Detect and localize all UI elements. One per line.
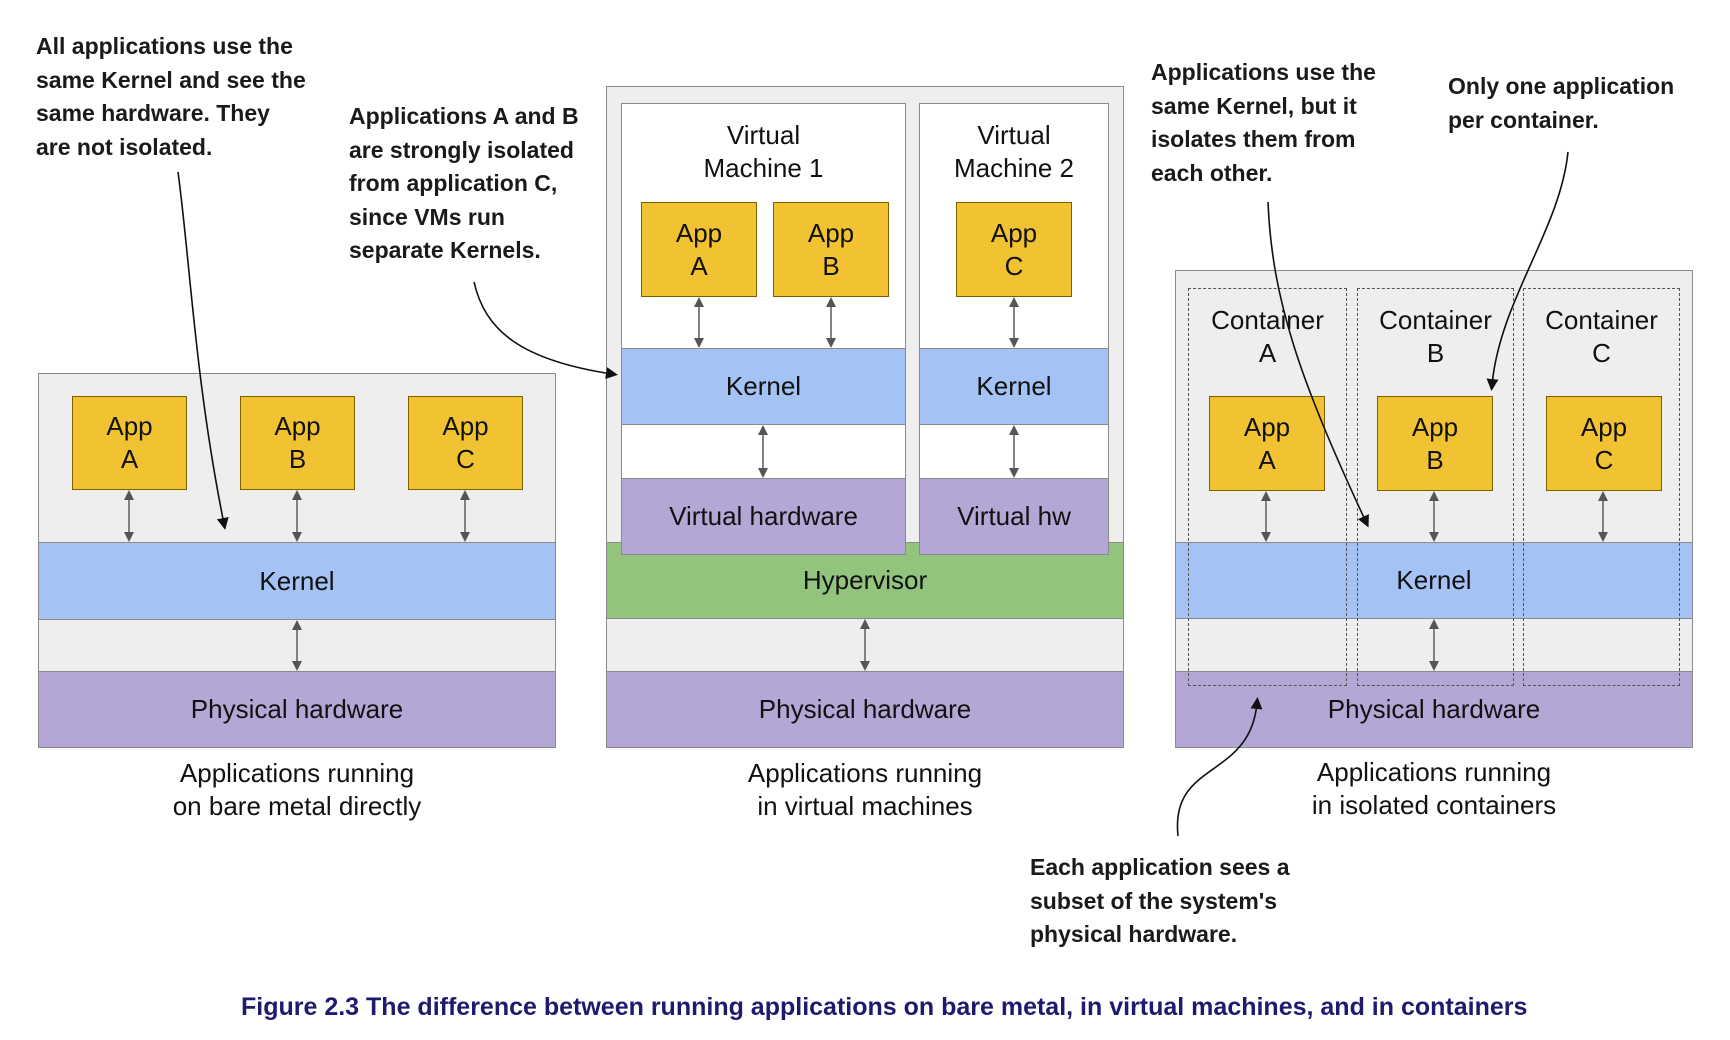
annotation-pointer	[177, 171, 229, 530]
vm2-kernel: Kernel	[919, 348, 1109, 425]
vm1-kernel: Kernel	[621, 348, 906, 425]
vm-caption: Applications running in virtual machines	[747, 758, 983, 821]
app-label: App A	[106, 411, 153, 474]
hardware-label: Physical hardware	[1327, 694, 1541, 724]
bare-metal-app-c: App C	[408, 396, 523, 490]
vm1-virtual-hardware: Virtual hardware	[621, 478, 906, 555]
bare-metal-app-b: App B	[240, 396, 355, 490]
app-label: App C	[442, 411, 489, 474]
app-label: App A	[675, 217, 723, 281]
vm2-app-c: App C	[956, 202, 1072, 297]
vm-title: Virtual Machine 1	[703, 120, 824, 183]
vm2-virtual-hardware: Virtual hw	[919, 478, 1109, 555]
container-a	[1188, 288, 1347, 686]
app-label: App B	[807, 217, 855, 281]
app-label: App C	[1580, 411, 1628, 475]
container-c	[1523, 288, 1680, 686]
annotation-pointer	[1267, 201, 1369, 528]
virtual-hardware-label: Virtual hardware	[669, 501, 858, 531]
container-b	[1357, 288, 1514, 686]
bare-metal-caption: Applications running on bare metal direc…	[172, 758, 422, 821]
hardware-label: Physical hardware	[758, 694, 972, 724]
figure-caption: Figure 2.3 The difference between runnin…	[241, 993, 1528, 1021]
container-b-app: App B	[1377, 396, 1493, 491]
container-a-app: App A	[1209, 396, 1325, 491]
hypervisor-label: Hypervisor	[802, 565, 928, 595]
vm-isolation-note: Applications A and B are strongly isolat…	[349, 103, 579, 263]
app-label: App A	[1243, 411, 1291, 475]
kernel-label: Kernel	[725, 371, 802, 401]
vm-physical-hardware: Physical hardware	[606, 671, 1124, 748]
annotation-pointer	[1176, 697, 1263, 837]
annotation-pointer	[1486, 151, 1569, 391]
kernel-label: Kernel	[1396, 565, 1472, 595]
bare-metal-app-a: App A	[72, 396, 187, 490]
container-a-title: Container A	[1211, 305, 1324, 368]
bare-metal-kernel: Kernel	[38, 542, 556, 620]
vm1-app-b: App B	[773, 202, 889, 297]
container-c-app: App C	[1546, 396, 1662, 491]
app-label: App C	[990, 217, 1038, 281]
annotation-pointer	[473, 281, 618, 380]
containers-caption: Applications running in isolated contain…	[1311, 757, 1557, 820]
kernel-label: Kernel	[259, 565, 335, 596]
container-kernel-note: Applications use the same Kernel, but it…	[1151, 59, 1376, 186]
containers-kernel: Kernel	[1175, 542, 1693, 619]
hardware-subset-note: Each application sees a subset of the sy…	[1030, 854, 1290, 947]
container-c-title: Container C	[1545, 305, 1658, 368]
virtual-hardware-label: Virtual hw	[957, 501, 1071, 531]
bare-metal-physical-hardware: Physical hardware	[38, 671, 556, 748]
vm-title: Virtual Machine 2	[954, 120, 1074, 183]
app-label: App B	[274, 411, 321, 474]
kernel-label: Kernel	[976, 371, 1052, 401]
hardware-label: Physical hardware	[190, 694, 404, 724]
bare-metal-note: All applications use the same Kernel and…	[36, 33, 306, 160]
app-label: App B	[1411, 411, 1459, 475]
container-b-title: Container B	[1379, 305, 1492, 368]
one-app-note: Only one application per container.	[1448, 73, 1675, 133]
vm1-app-a: App A	[641, 202, 757, 297]
